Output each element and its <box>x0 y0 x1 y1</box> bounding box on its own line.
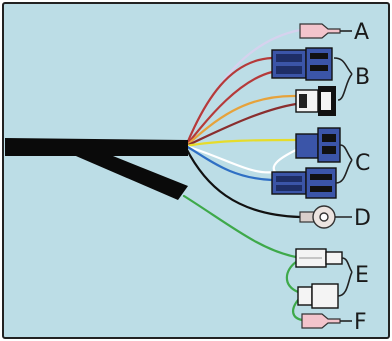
white-connector-plug-icon <box>295 248 343 268</box>
wire-black <box>184 146 302 219</box>
wire-yellow <box>184 138 298 148</box>
cable-branch-upper <box>5 138 188 156</box>
connector-c: C <box>271 127 370 199</box>
wire-white <box>184 144 298 174</box>
bracket-b <box>333 57 353 101</box>
blue-connector-plug-icon <box>295 127 341 163</box>
ring-terminal-icon <box>299 205 336 229</box>
connector-b: B <box>271 47 370 116</box>
label-e: E <box>355 263 369 288</box>
wire-blue <box>184 144 274 182</box>
wire-green <box>182 194 298 259</box>
label-f: F <box>354 310 367 335</box>
connector-a: A <box>299 20 369 45</box>
label-a: A <box>354 20 369 45</box>
label-c: C <box>355 151 370 176</box>
diagram-background <box>2 2 390 339</box>
cable-branch-lower <box>62 150 188 200</box>
blue-connector-plug-icon <box>271 47 333 81</box>
wire-brown <box>184 102 298 148</box>
wire-green-2 <box>285 260 304 322</box>
wire-group <box>182 28 304 322</box>
label-b: B <box>355 65 370 90</box>
connector-f: F <box>301 310 367 335</box>
wire-red <box>184 56 274 148</box>
pink-pin-terminal-icon <box>301 313 341 329</box>
wire-orange <box>184 94 298 148</box>
wire-red-2 <box>184 70 274 148</box>
bracket-e <box>337 257 353 297</box>
bracket-c <box>335 144 353 184</box>
connector-e: E <box>295 248 369 309</box>
blue-connector-plug-icon <box>271 167 337 199</box>
white-connector-plug-icon <box>295 86 336 116</box>
pink-pin-terminal-icon <box>299 23 341 39</box>
connector-d: D <box>299 205 371 231</box>
label-d: D <box>354 206 371 231</box>
main-cable <box>5 138 188 200</box>
white-connector-plug-icon <box>297 283 339 309</box>
